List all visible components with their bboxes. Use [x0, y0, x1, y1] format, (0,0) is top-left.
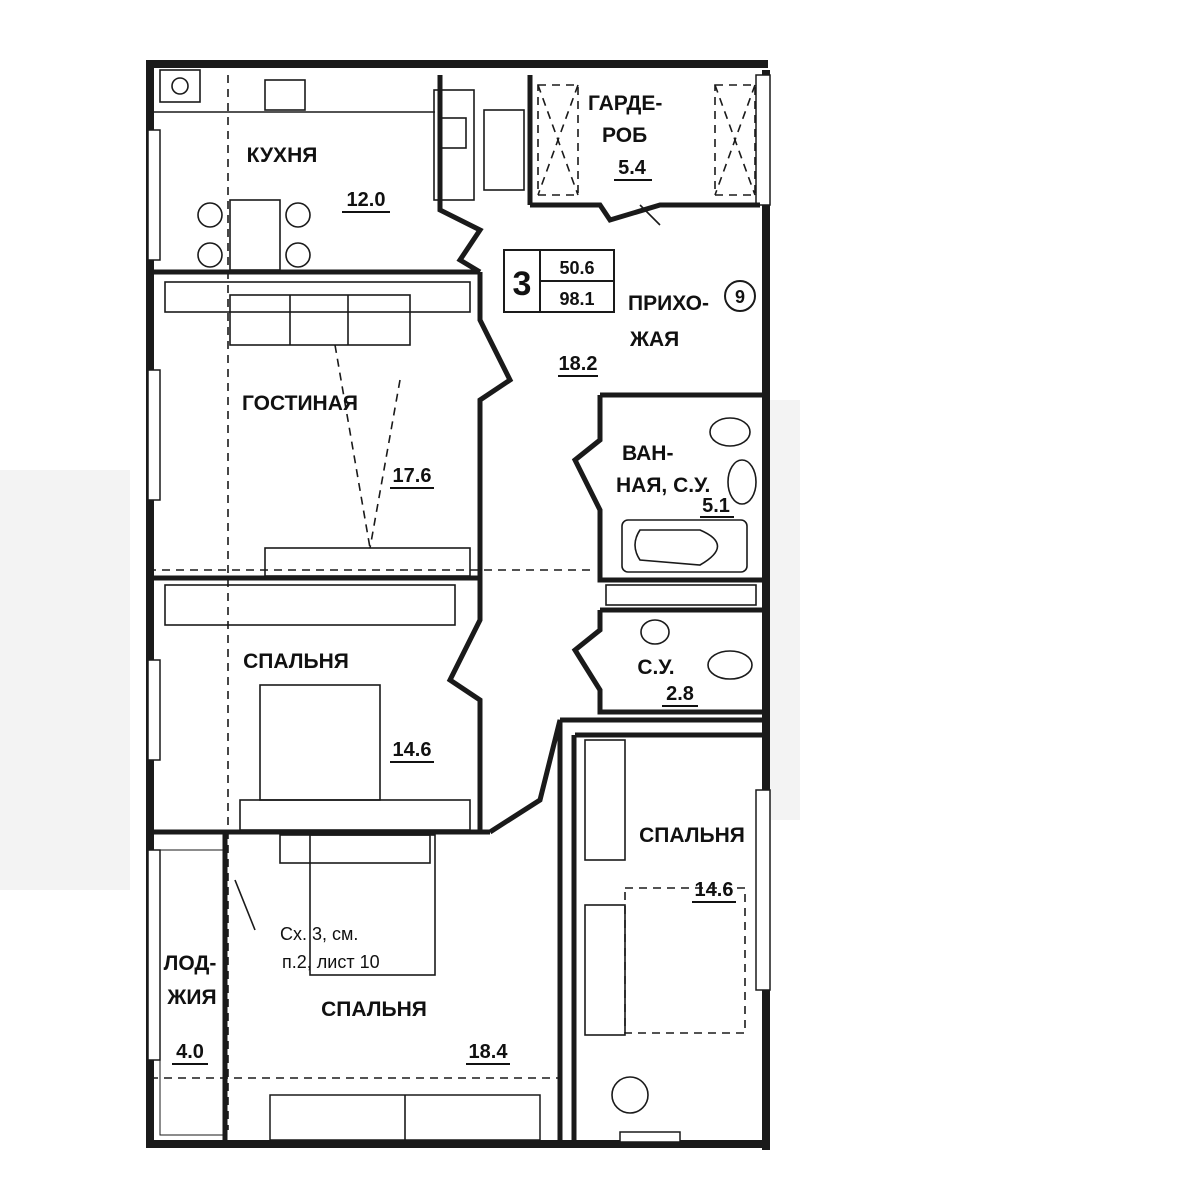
kitchen-name: КУХНЯ: [247, 144, 318, 167]
wardrobe-name-line1: ГАРДЕ-: [588, 92, 662, 115]
bedroom3-name: СПАЛЬНЯ: [321, 998, 427, 1021]
interior-walls: [154, 75, 770, 1140]
wardrobe-name-line2: РОБ: [602, 124, 647, 147]
door-swings: [234, 204, 661, 931]
bath-area: 5.1: [702, 495, 730, 517]
total-area-value: 98.1: [559, 289, 594, 309]
bedroom3-area: 18.4: [469, 1041, 509, 1063]
bedroom-furniture: [164, 584, 746, 1114]
room-labels: КУХНЯ 12.0 ГАРДЕ- РОБ 5.4 ПРИХО- ЖАЯ 18.…: [164, 92, 745, 1065]
bedroom1-name: СПАЛЬНЯ: [243, 650, 349, 673]
wc-area: 2.8: [666, 683, 694, 705]
rooms-count: 3: [513, 265, 532, 303]
living-area: 17.6: [393, 465, 432, 487]
bedroom2-area: 14.6: [695, 879, 734, 901]
scheme-note-line1: Сх. 3, см.: [280, 924, 358, 944]
apartment-info-box: 3 50.6 98.1 9: [503, 249, 756, 313]
bathroom-fixtures: [605, 417, 757, 680]
loggia-hatch: [159, 849, 225, 1136]
living-area-value: 50.6: [559, 258, 594, 278]
wardrobe-shelves: [537, 84, 756, 196]
living-furniture: [164, 281, 471, 577]
living-name: ГОСТИНАЯ: [242, 392, 358, 415]
scheme-note-line2: п.2, лист 10: [282, 952, 380, 972]
hall-name-line2: ЖАЯ: [629, 328, 679, 351]
hall-name-line1: ПРИХО-: [628, 292, 709, 315]
wardrobe-area: 5.4: [618, 157, 647, 179]
loggia-name-line2: ЖИЯ: [166, 986, 216, 1009]
watermark: [0, 400, 800, 890]
kitchen-area: 12.0: [347, 189, 386, 211]
kitchen-furniture: [154, 69, 525, 271]
loggia-area: 4.0: [176, 1041, 204, 1063]
bedroom1-area: 14.6: [393, 739, 432, 761]
loggia-name-line1: ЛОД-: [164, 952, 217, 975]
bath-name-line1: ВАН-: [622, 442, 673, 465]
apartment-number: 9: [735, 287, 745, 307]
bedroom2-name: СПАЛЬНЯ: [639, 824, 745, 847]
axis-lines: [148, 75, 590, 1130]
bath-name-line2: НАЯ, С.У.: [616, 474, 710, 497]
wc-name: С.У.: [637, 656, 674, 679]
hall-area: 18.2: [559, 353, 598, 375]
